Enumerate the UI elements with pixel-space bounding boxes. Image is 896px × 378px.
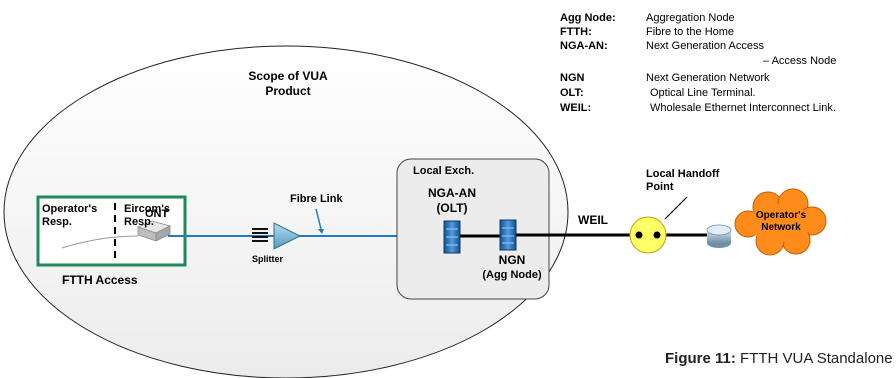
eircom-resp-line1: Eircom's xyxy=(124,203,171,215)
ngn-label: NGN xyxy=(498,253,526,267)
ngn-server-icon xyxy=(499,219,517,251)
legend-def-ftth: Fibre to the Home xyxy=(646,26,735,38)
handoff-label-line1: Local Handoff xyxy=(646,168,720,180)
operator-resp-line2: Resp. xyxy=(42,216,72,228)
scope-title-line1: Scope of VUA xyxy=(248,69,328,83)
legend-term-olt: OLT: xyxy=(560,87,584,99)
legend-def-nga-an: Next Generation Access xyxy=(646,40,765,52)
fibre-link-label: Fibre Link xyxy=(290,193,343,205)
router-icon xyxy=(706,224,732,248)
local-exchange-title: Local Exch. xyxy=(413,165,475,177)
local-exchange-box xyxy=(396,158,550,300)
splitter-label: Splitter xyxy=(252,254,284,264)
fibre-link-pointer xyxy=(315,208,322,230)
olt-label: (OLT) xyxy=(436,201,468,215)
handoff-pointer xyxy=(664,196,688,220)
operator-network-line1: Operator's xyxy=(755,210,807,221)
legend-term-nga-an: NGA-AN: xyxy=(560,40,608,52)
customer-fibre-drop xyxy=(61,235,139,249)
fibre-link-arrowhead xyxy=(318,229,324,234)
nga-an-label: NGA-AN xyxy=(428,186,476,200)
agg-node-label: (Agg Node) xyxy=(482,269,542,281)
operator-network-cloud-icon xyxy=(734,188,827,256)
operator-resp-line1: Operator's xyxy=(42,203,98,215)
ftth-access-label: FTTH Access xyxy=(62,273,138,287)
nga-an-server-icon xyxy=(443,220,461,254)
legend-term-weil: WEIL: xyxy=(560,102,592,114)
ont-label: ONT xyxy=(145,208,169,220)
figure-caption: Figure 11: FTTH VUA Standalone xyxy=(665,350,893,367)
legend-def-agg-node: Aggregation Node xyxy=(646,12,735,24)
operator-network-line2: Network xyxy=(761,222,801,233)
legend-def-access-node: – Access Node xyxy=(763,55,837,67)
legend-term-ngn: NGN xyxy=(560,72,585,84)
handoff-point-icon xyxy=(629,216,667,254)
legend-def-olt: Optical Line Terminal. xyxy=(650,87,756,99)
figure-number: Figure 11: xyxy=(665,350,736,367)
weil-label: WEIL xyxy=(578,213,608,227)
handoff-label-line2: Point xyxy=(646,181,674,193)
legend-term-ftth: FTTH: xyxy=(560,26,592,38)
ont-icon xyxy=(136,220,172,242)
legend-term-agg-node: Agg Node: xyxy=(560,12,616,24)
scope-title-line2: Product xyxy=(265,84,311,98)
eircom-resp-line2: Resp. xyxy=(124,216,154,228)
splitter-icon xyxy=(252,222,302,250)
figure-title: FTTH VUA Standalone xyxy=(735,350,893,367)
legend-def-ngn: Next Generation Network xyxy=(646,72,770,84)
legend-def-weil: Wholesale Ethernet Interconnect Link. xyxy=(650,102,836,114)
